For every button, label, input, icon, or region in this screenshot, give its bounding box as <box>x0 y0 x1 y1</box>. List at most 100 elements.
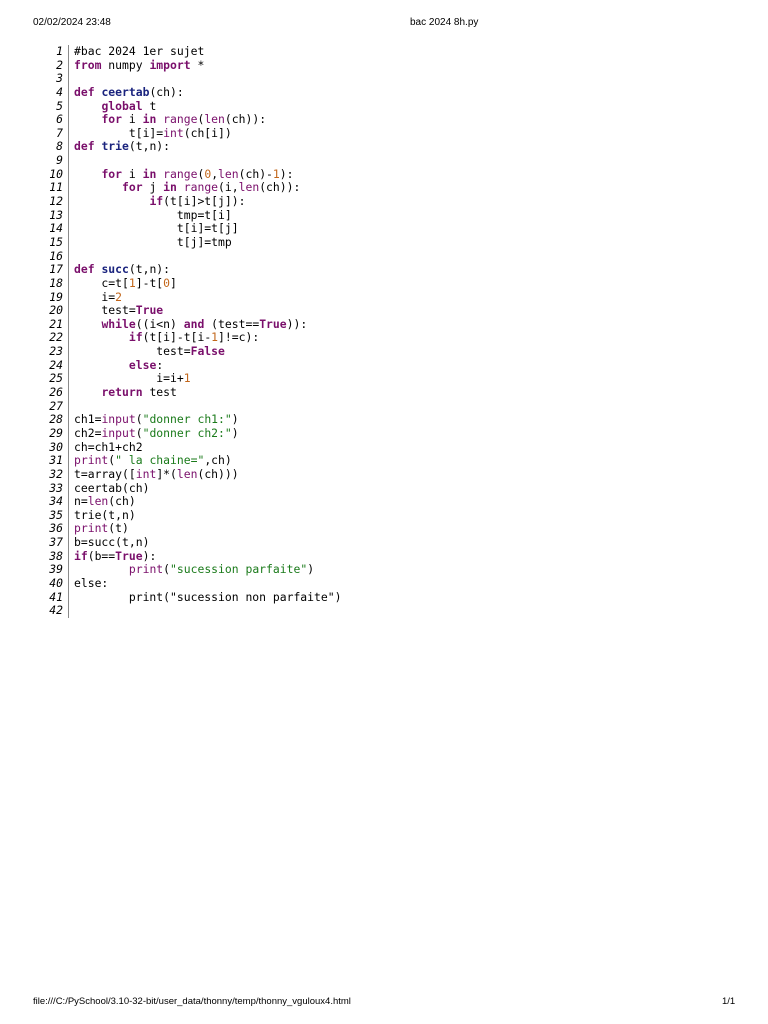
code-line: 6 for i in range(len(ch)): <box>40 112 341 127</box>
code-line: 1 #bac 2024 1er sujet <box>40 44 341 59</box>
line-number: 22 <box>40 331 69 346</box>
code-text: def trie(t,n): <box>74 139 171 154</box>
line-number: 35 <box>40 508 69 523</box>
page-number: 1/1 <box>722 996 736 1007</box>
code-text <box>69 400 74 414</box>
code-text: while((i<n) and (test==True)): <box>101 316 308 331</box>
line-number: 3 <box>40 72 69 86</box>
line-number: 21 <box>40 317 69 332</box>
line-number: 10 <box>40 167 69 182</box>
line-number: 38 <box>40 549 69 564</box>
code-text: global t <box>101 98 157 113</box>
code-line: 29 ch2=input("donner ch2:") <box>40 425 341 441</box>
code-line: 21 while((i<n) and (test==True)): <box>40 316 341 332</box>
code-line: 9 <box>40 153 341 168</box>
code-text: #bac 2024 1er sujet <box>74 44 205 58</box>
line-number: 18 <box>40 276 69 291</box>
line-number: 25 <box>40 372 69 387</box>
line-number: 28 <box>40 413 69 427</box>
code-line: 17 def succ(t,n): <box>40 262 341 277</box>
line-number: 1 <box>40 44 69 59</box>
line-number: 40 <box>40 576 69 591</box>
line-number: 23 <box>40 344 69 359</box>
code-text: return test <box>101 385 177 400</box>
code-line: 4 def ceertab(ch): <box>40 84 341 100</box>
line-number: 19 <box>40 290 69 305</box>
code-line: 39 print("sucession parfaite") <box>40 563 341 577</box>
code-text: else: <box>74 575 109 590</box>
code-text: t=array([int]*(len(ch))) <box>74 466 239 481</box>
line-number: 37 <box>40 535 69 550</box>
code-text: def ceertab(ch): <box>74 84 184 99</box>
code-line: 26 return test <box>40 385 341 400</box>
code-text: i=i+1 <box>74 371 191 386</box>
code-line: 3 <box>40 72 341 86</box>
code-line: 24 else: <box>40 357 341 373</box>
line-number: 9 <box>40 153 69 168</box>
code-text: tmp=t[i] <box>74 207 232 222</box>
code-text: print(" la chaine=",ch) <box>74 453 232 468</box>
code-text: print("sucession non parfaite") <box>74 589 342 604</box>
line-number: 31 <box>40 454 69 468</box>
line-number: 26 <box>40 385 69 400</box>
line-number: 15 <box>40 235 69 250</box>
code-text: test=True <box>74 303 164 318</box>
code-text: t[i]=t[j] <box>74 221 239 236</box>
code-line: 15 t[j]=tmp <box>40 234 341 250</box>
code-text: print(t) <box>74 521 129 536</box>
code-line: 33 ceertab(ch) <box>40 480 341 496</box>
code-text: test=False <box>74 344 225 359</box>
code-text: print("sucession parfaite") <box>128 562 315 577</box>
code-text: c=t[1]-t[0] <box>74 275 177 290</box>
code-text: def succ(t,n): <box>74 262 171 277</box>
code-text: ch=ch1+ch2 <box>74 439 143 454</box>
code-text: from numpy import * <box>74 57 205 72</box>
code-line: 40 else: <box>40 575 341 591</box>
code-line: 5 global t <box>40 98 341 114</box>
code-line: 10 for i in range(0,len(ch)-1): <box>40 166 341 182</box>
code-text: if(t[i]-t[i-1]!=c): <box>128 330 260 345</box>
code-line: 31 print(" la chaine=",ch) <box>40 453 341 468</box>
code-text <box>69 72 74 86</box>
document-title: bac 2024 8h.py <box>410 17 479 28</box>
line-number: 41 <box>40 590 69 605</box>
line-number: 36 <box>40 522 69 537</box>
code-line: 16 <box>40 249 341 264</box>
line-number: 33 <box>40 481 69 496</box>
line-number: 12 <box>40 194 69 209</box>
code-text: t[j]=tmp <box>74 234 232 249</box>
code-line: 36 print(t) <box>40 521 341 537</box>
line-number: 20 <box>40 304 69 318</box>
line-number: 2 <box>40 58 69 73</box>
code-line: 20 test=True <box>40 303 341 318</box>
print-date: 02/02/2024 23:48 <box>33 17 111 28</box>
code-text <box>69 154 74 168</box>
code-text: else: <box>128 357 164 372</box>
code-line: 18 c=t[1]-t[0] <box>40 275 341 291</box>
line-number: 11 <box>40 181 69 196</box>
code-line: 7 t[i]=int(ch[i]) <box>40 125 341 141</box>
code-text: ceertab(ch) <box>74 480 150 495</box>
code-text: if(t[i]>t[j]): <box>149 194 246 209</box>
code-text: t[i]=int(ch[i]) <box>74 125 232 140</box>
line-number: 17 <box>40 263 69 277</box>
code-line: 14 t[i]=t[j] <box>40 222 341 236</box>
code-text: n=len(ch) <box>74 494 136 509</box>
code-text: trie(t,n) <box>74 507 136 522</box>
code-line: 30 ch=ch1+ch2 <box>40 439 341 455</box>
code-listing: 1 #bac 2024 1er sujet 2 from numpy import *… <box>40 44 342 618</box>
line-number: 4 <box>40 85 69 100</box>
code-line: 2 from numpy import * <box>40 57 341 73</box>
line-number: 29 <box>40 426 69 441</box>
code-text: ch2=input("donner ch2:") <box>74 425 239 440</box>
line-number: 30 <box>40 440 69 455</box>
line-number: 13 <box>40 208 69 223</box>
line-number: 34 <box>40 494 69 509</box>
code-text: for i in range(0,len(ch)-1): <box>101 166 294 181</box>
line-number: 39 <box>40 563 69 577</box>
line-number: 14 <box>40 222 69 236</box>
code-line: 42 <box>40 604 341 618</box>
